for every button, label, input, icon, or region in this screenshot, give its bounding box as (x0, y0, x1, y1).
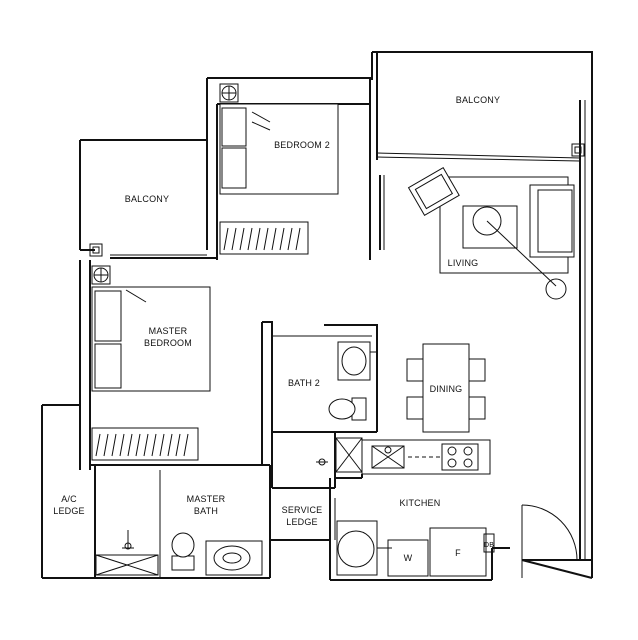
kitchen-appliances (336, 520, 495, 577)
label-fridge: F (455, 548, 461, 558)
entry-door (521, 504, 578, 561)
label-master-bath-line1: MASTER (187, 494, 226, 504)
label-ac-ledge-line1: A/C (61, 494, 77, 504)
bedroom2-furniture (219, 83, 339, 255)
label-dryer: DB (484, 542, 494, 549)
label-balcony-left: BALCONY (125, 194, 169, 204)
label-balcony-top: BALCONY (456, 95, 500, 105)
label-master-bedroom-line2: BEDROOM (144, 338, 192, 348)
master-bath-fixtures (95, 530, 263, 576)
room-labels: BALCONY BALCONY BEDROOM 2 LIVING MASTER … (53, 95, 500, 563)
label-bedroom-2: BEDROOM 2 (274, 140, 330, 150)
dining-furniture (406, 343, 486, 433)
master-bedroom-furniture (89, 243, 211, 461)
label-ac-ledge-line2: LEDGE (53, 506, 85, 516)
label-kitchen: KITCHEN (400, 498, 441, 508)
label-service-ledge-line2: LEDGE (286, 517, 318, 527)
kitchen-counter (335, 439, 491, 479)
bath2-fixtures (316, 341, 376, 473)
label-service-ledge-line1: SERVICE (282, 505, 323, 515)
label-washer: W (404, 553, 413, 563)
label-master-bath-line2: BATH (194, 506, 218, 516)
label-master-bedroom-line1: MASTER (149, 326, 188, 336)
label-living: LIVING (448, 258, 479, 268)
living-furniture (407, 143, 585, 300)
label-bath-2: BATH 2 (288, 378, 320, 388)
label-dining: DINING (430, 384, 463, 394)
